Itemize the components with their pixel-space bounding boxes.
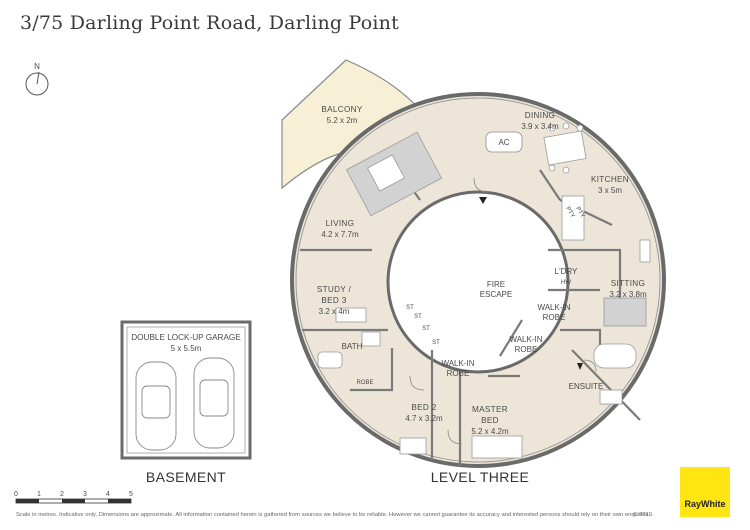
compass-north-label: N [34,62,40,71]
storage-label-3: ST [422,326,430,332]
walkin-robe-1-label-2: ROBE [543,313,566,322]
walkin-robe-3-label-2: ROBE [447,369,470,378]
robe-label: ROBE [356,380,373,386]
bath-label: BATH [342,342,363,351]
master-bed-label-2: BED [481,416,499,425]
walkin-robe-2-label-1: WALK-IN [509,335,542,344]
fire-escape-label-1: FIRE [487,280,505,289]
logo-text: RayWhite [684,499,726,509]
master-bed-label-1: MASTER [472,405,508,414]
kitchen-dim: 3 x 5m [598,186,622,195]
study-label-1: STUDY / [317,285,352,294]
kitchen-bench [561,195,651,263]
dining-table [543,122,587,174]
scale-tick-3: 3 [83,491,87,498]
sitting-sofa [603,297,647,327]
ac-label: AC [498,138,509,147]
ensuite-fixtures [593,343,637,405]
page-title: 3/75 Darling Point Road, Darling Point [20,12,399,34]
storage-label-4: ST [432,340,440,346]
entry-arrow-icon [479,197,487,204]
walkin-robe-1-label-1: WALK-IN [537,303,570,312]
hot-water-label: HW [561,280,571,286]
living-dim: 4.2 x 7.7m [321,230,359,239]
ac-unit [485,131,523,153]
walkin-robe-3-label-1: WALK-IN [441,359,474,368]
living-furniture [345,131,443,217]
study-desk [335,307,367,323]
fire-escape-label-2: ESCAPE [480,290,512,299]
car-icon [135,357,235,451]
storage-label-2: ST [414,314,422,320]
sitting-label: SITTING [611,279,645,288]
garage-label: DOUBLE LOCK-UP GARAGE [131,333,241,342]
balcony-dim: 5.2 x 2m [327,116,358,125]
scale-tick-5: 5 [129,491,133,498]
garage [120,320,252,460]
ensuite-arrow-icon [577,363,583,370]
bath-fixtures [317,331,381,369]
raywhite-logo: RayWhite [680,467,730,517]
scale-tick-1: 1 [37,491,41,498]
scale-tick-4: 4 [106,491,110,498]
walkin-robe-2-label-2: ROBE [515,345,538,354]
garage-dim: 5 x 5.5m [171,344,202,353]
ensuite-label: ENSUITE [569,382,604,391]
disclaimer-text: Scale in metres. Indicative only. Dimens… [16,512,651,518]
scale-tick-2: 2 [60,491,64,498]
study-dim: 3.2 x 4m [319,307,350,316]
sitting-dim: 3.2 x 3.8m [609,290,647,299]
basement-label: BASEMENT [146,469,226,485]
bed2-bed [399,437,427,455]
pantry-label-2: PTY [574,206,585,219]
living-label: LIVING [326,219,355,228]
scale-bar [15,498,132,504]
balcony-label: BALCONY [321,105,362,114]
pantry-label-1: PTY [564,206,575,219]
master-bed-dim: 5.2 x 4.2m [471,427,509,436]
dining-label: DINING [525,111,555,120]
study-label-2: BED 3 [321,296,346,305]
scale-tick-0: 0 [14,491,18,498]
level-three-label: LEVEL THREE [431,469,530,485]
dining-dim: 3.9 x 3.4m [521,122,559,131]
storage-label-1: ST [406,305,414,311]
copyright-text: © 2019 [633,512,652,518]
master-bed [471,435,523,459]
laundry-label: L'DRY [555,267,578,276]
compass-icon: N [25,62,49,96]
kitchen-label: KITCHEN [591,175,629,184]
bed2-label: BED 2 [411,403,436,412]
bed2-dim: 4.7 x 3.2m [405,414,443,423]
